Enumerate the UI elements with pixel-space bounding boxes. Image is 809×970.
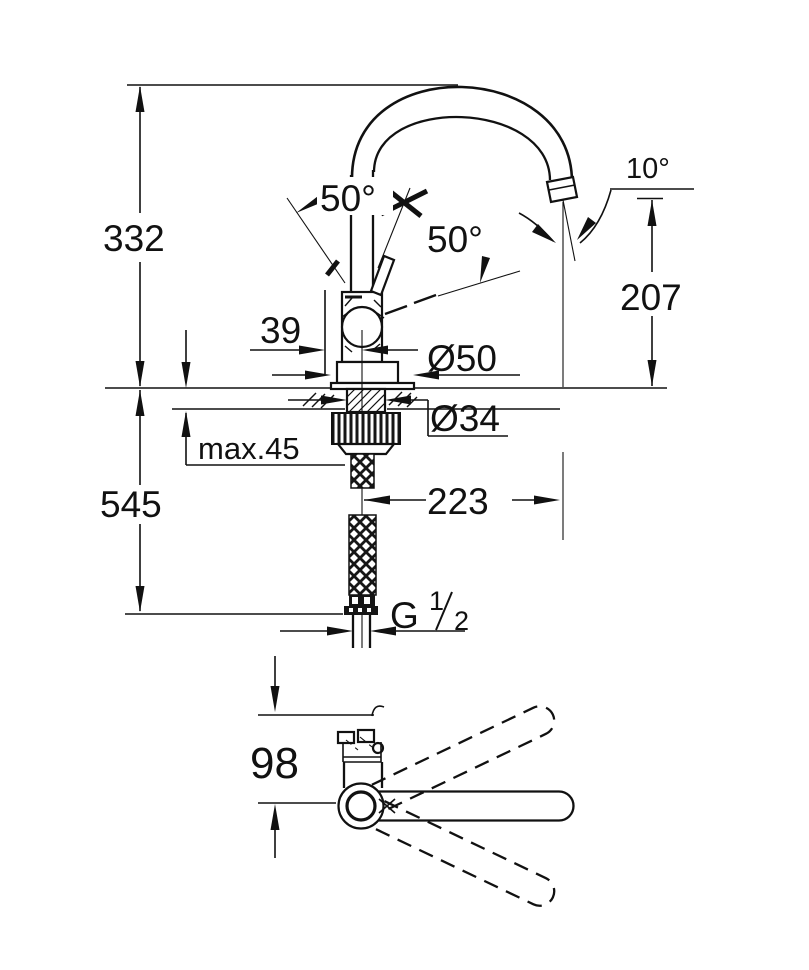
- dimension-lines: [135, 86, 657, 636]
- plan-view: 98: [250, 656, 575, 907]
- thread-label: G 1 2: [390, 586, 469, 636]
- handle-tip-curl: [371, 705, 385, 717]
- reference-lines: [105, 84, 694, 615]
- thread-label-slash: [435, 591, 453, 631]
- swivel-range: [371, 705, 556, 907]
- plan-spout-tube: [345, 790, 377, 822]
- label-handle-swing-right: 50°: [427, 219, 483, 260]
- plan-handle: [336, 728, 385, 763]
- dimension-98: [270, 656, 280, 858]
- plan-body: [336, 728, 575, 830]
- label-handle-offset: 39: [260, 310, 301, 351]
- spray-angle-annotation: [518, 189, 612, 540]
- label-backdrop: [317, 177, 393, 215]
- label-max-deck-thickness: max.45: [198, 431, 300, 466]
- label-outlet-angle: 10°: [626, 153, 670, 185]
- front-view: 332 545 39 max.45 Ø50 Ø34 223 207 10° 50…: [100, 84, 694, 648]
- joint-cross-mark: [378, 798, 396, 814]
- label-shank-diameter: Ø34: [430, 398, 500, 439]
- label-spout-axis-offset: 98: [250, 739, 299, 788]
- label-outlet-height: 207: [620, 277, 682, 318]
- label-below-deck-height: 545: [100, 484, 162, 525]
- lever-handle: [369, 254, 396, 297]
- thread-end: [351, 615, 372, 648]
- label-total-height: 332: [103, 218, 165, 259]
- label-spout-reach: 223: [427, 481, 489, 522]
- plan-reference-lines: [258, 705, 385, 804]
- mounting-nut: [331, 412, 401, 445]
- supply-hose: [344, 453, 378, 648]
- mounting-shank: [331, 330, 401, 648]
- thread-label-numerator: 1: [429, 586, 444, 616]
- label-base-diameter: Ø50: [427, 338, 497, 379]
- thread-label-denominator: 2: [454, 606, 469, 636]
- label-handle-swing-left: 50°: [320, 178, 376, 219]
- plan-spout-solid: [378, 790, 575, 822]
- ball-joint: [340, 297, 385, 353]
- spout-nozzle: [545, 175, 579, 204]
- thread-label-g: G: [390, 595, 419, 636]
